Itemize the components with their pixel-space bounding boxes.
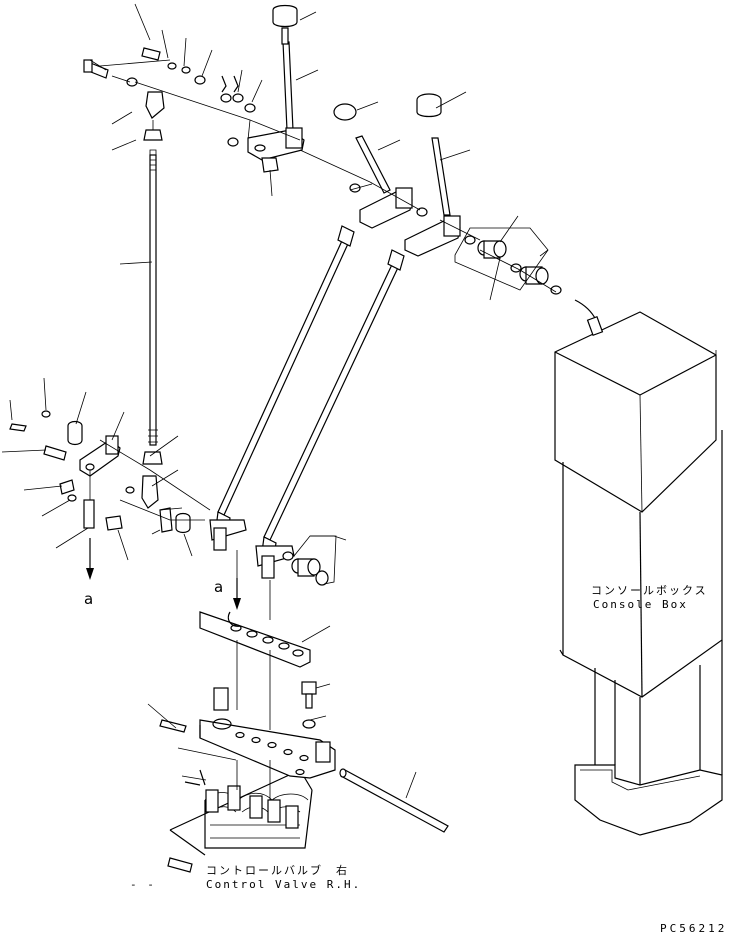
valve-bracket [159,687,336,779]
console-box-label-jp: コンソールボックス [591,584,708,597]
ref-label-a-left: a [84,590,94,608]
ref-label-a-center: a [214,578,224,596]
bracket-bolt [301,681,317,729]
control-valve [167,769,313,873]
diagonal-rod-1 [215,225,355,533]
control-valve-label-en: Control Valve R.H. [206,878,362,891]
lever-top-2 [333,103,428,229]
vertical-rod-left [142,91,165,465]
spacer-plate [199,611,311,668]
bushing-set-upper [477,240,562,295]
ref-arrow-center [233,578,241,610]
long-rod [339,768,449,833]
drawing-code: PC56212 [660,922,728,935]
control-valve-label-jp: コントロールバルブ 右 [206,864,349,877]
console-box-label-en: Console Box [593,598,688,611]
bushing-set-lower [282,551,329,586]
lever-top-3 [404,93,476,257]
diagonal-rod-2 [261,249,405,557]
console-box [554,299,723,836]
callout-leaders [1,3,717,799]
dash-mark: - - [130,878,156,891]
lever-top-1 [247,4,305,173]
top-left-hardware [83,47,361,193]
ref-arrow-left [86,538,94,580]
centre-lines [89,59,557,800]
